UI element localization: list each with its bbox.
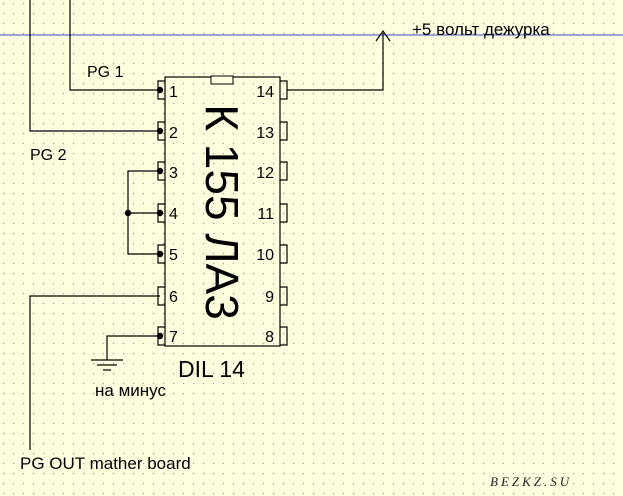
pin-label-13: 13 bbox=[256, 125, 274, 142]
wire-pg1 bbox=[69, 0, 160, 91]
pin-label-8: 8 bbox=[265, 329, 274, 346]
pin-label-5: 5 bbox=[169, 247, 178, 264]
wire-pg2 bbox=[29, 0, 160, 132]
chip-name: К 155 ЛА3 bbox=[196, 104, 248, 320]
pin-label-11: 11 bbox=[257, 206, 274, 223]
power-arrow-icon bbox=[375, 29, 391, 42]
wires bbox=[29, 0, 384, 450]
ground-icon bbox=[91, 359, 123, 371]
ground-label: на минус bbox=[95, 381, 166, 400]
pin-label-6: 6 bbox=[169, 289, 178, 306]
pin-label-1: 1 bbox=[169, 84, 178, 101]
pin-label-14: 14 bbox=[256, 84, 274, 101]
pin-label-10: 10 bbox=[256, 247, 274, 264]
pin-label-7: 7 bbox=[169, 329, 178, 346]
vcc-label: +5 вольт дежурка bbox=[412, 20, 550, 39]
right-pin-numbers: 14 13 12 11 10 9 8 bbox=[256, 84, 274, 346]
left-pin-numbers: 1 2 3 4 5 6 7 bbox=[169, 84, 178, 346]
wire-vcc bbox=[287, 33, 384, 91]
pin-label-9: 9 bbox=[265, 289, 274, 306]
pin-label-3: 3 bbox=[169, 165, 178, 182]
pin-label-12: 12 bbox=[256, 165, 274, 182]
wire-ground bbox=[106, 335, 160, 360]
pg1-label: PG 1 bbox=[87, 64, 124, 81]
pg2-label: PG 2 bbox=[30, 147, 67, 164]
pg-out-label: PG OUT mather board bbox=[20, 454, 191, 473]
package-label: DIL 14 bbox=[178, 356, 245, 382]
chip-notch bbox=[210, 75, 234, 85]
wire-pg-out bbox=[29, 295, 160, 450]
right-pin-stubs bbox=[280, 80, 288, 346]
junction-dots bbox=[124, 86, 164, 340]
watermark: BEZKZ.SU bbox=[490, 474, 572, 489]
pin-label-4: 4 bbox=[169, 206, 178, 223]
pin-label-2: 2 bbox=[169, 125, 178, 142]
